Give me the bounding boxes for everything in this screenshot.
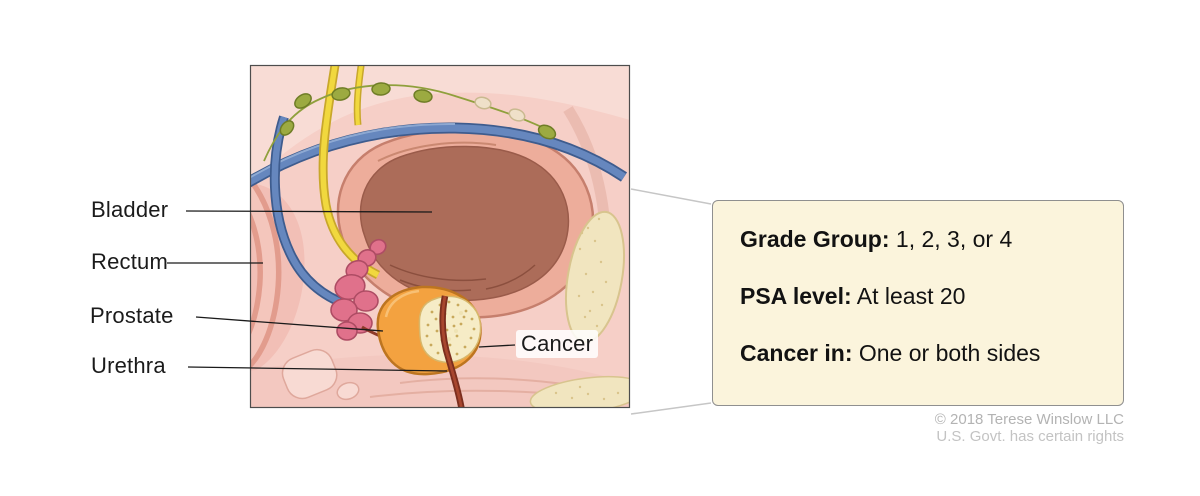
credit: © 2018 Terese Winslow LLC U.S. Govt. has… [935, 411, 1124, 445]
bladder-shape [336, 127, 595, 319]
seminal-vesicle [330, 238, 387, 341]
credit-copyright: © 2018 Terese Winslow LLC [934, 411, 1124, 428]
urethra-vessel [439, 295, 465, 408]
label-cancer: Cancer [516, 330, 599, 358]
lymph-nodes [263, 82, 557, 162]
callout-line-cancer-in: Cancer in: One or both sides [740, 340, 1040, 367]
funnel-line-bottom [630, 402, 712, 415]
label-prostate: Prostate [90, 303, 174, 328]
leader-line-bladder [185, 210, 433, 213]
callout-grade-group-label: Grade Group: [740, 226, 890, 252]
label-rectum: Rectum [91, 249, 168, 274]
blood-vessel-blue [250, 115, 628, 310]
credit-rights: U.S. Govt. has certain rights [936, 428, 1124, 445]
cancer-lesion [418, 295, 482, 364]
callout-line-psa-level: PSA level: At least 20 [740, 283, 965, 310]
bladder-interior [359, 145, 570, 301]
bone-small [336, 381, 360, 401]
label-bladder: Bladder [91, 197, 169, 222]
callout-cancer-in-label: Cancer in: [740, 340, 853, 366]
anatomy-illustration [250, 65, 630, 408]
tendon-bottom [529, 375, 630, 408]
figure-frame [249, 64, 631, 409]
zoom-funnel-lines [630, 188, 712, 415]
callout-cancer-in-value: One or both sides [852, 340, 1041, 366]
leader-line-urethra [187, 366, 448, 372]
leader-line-cancer [478, 344, 516, 348]
funnel-line-top [630, 188, 712, 205]
callout-line-grade-group: Grade Group: 1, 2, 3, or 4 [740, 226, 1012, 253]
callout-psa-level-value: At least 20 [851, 283, 966, 309]
bone-left [281, 348, 338, 400]
callout-box: Grade Group: 1, 2, 3, or 4 PSA level: At… [712, 200, 1124, 406]
ureter-yellow [318, 65, 381, 280]
label-urethra: Urethra [91, 353, 166, 378]
callout-psa-level-label: PSA level: [740, 283, 852, 309]
callout-grade-group-value: 1, 2, 3, or 4 [889, 226, 1013, 252]
leader-lines [167, 210, 516, 372]
leader-line-prostate [195, 316, 384, 332]
